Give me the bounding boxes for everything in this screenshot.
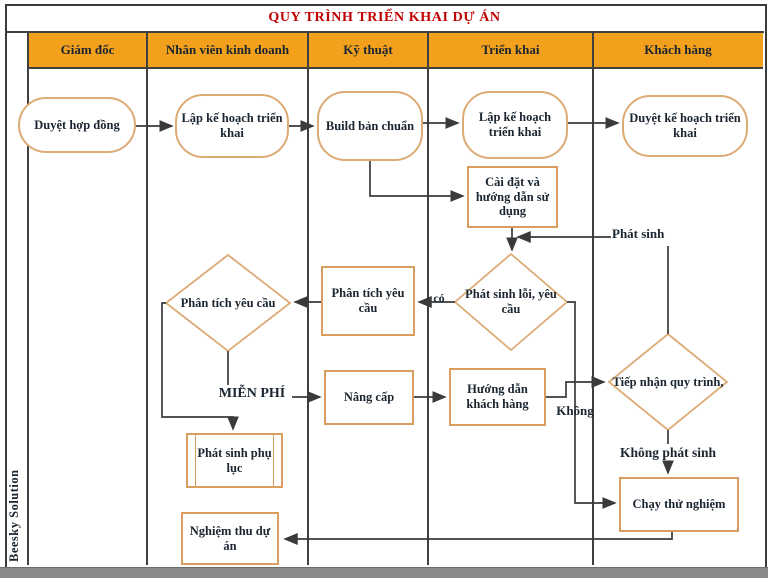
predefined-process-bar	[195, 435, 196, 486]
node-duyet-ke-hoach-trien-khai: Duyệt kế hoạch triển khai	[622, 95, 748, 157]
node-build-ban-chuan: Build bản chuẩn	[317, 91, 423, 161]
node-nang-cap: Nâng cấp	[324, 370, 414, 425]
node-phat-sinh-loi-label: Phát sinh lỗi, yêu cầu	[465, 287, 557, 316]
lane-border-2	[307, 31, 309, 565]
node-huong-dan-khach-hang: Hướng dẫn khách hàng	[449, 368, 546, 426]
lane-border-1	[146, 31, 148, 565]
lane-border-4	[592, 31, 594, 565]
node-duyet-hop-dong: Duyệt hợp đồng	[18, 97, 136, 153]
node-phan-tich-yeu-cau-kt: Phân tích yêu cầu	[321, 266, 415, 336]
diagram-title: QUY TRÌNH TRIỂN KHAI DỰ ÁN	[268, 10, 501, 25]
lane-header-khach-hang: Khách hàng	[593, 33, 763, 67]
lane-header-ky-thuat: Kỹ thuật	[308, 33, 428, 67]
edge-label-khong-phat-sinh: Không phát sinh	[619, 445, 717, 460]
node-tiep-nhan-quy-trinh-label: Tiếp nhận quy trình,	[612, 374, 724, 389]
lane-header-divider	[27, 67, 763, 69]
lane-header-giam-doc: Giám đốc	[28, 33, 147, 67]
node-cai-dat-huong-dan: Cài đặt và hướng dẫn sử dụng	[467, 166, 558, 228]
title-divider	[5, 31, 764, 33]
edge-label-phat-sinh: Phát sinh	[612, 226, 665, 241]
bottom-scroll-bar	[0, 567, 768, 578]
branding-label: Beesky Solution	[7, 469, 21, 562]
lane-header-nhan-vien-kinh-doanh: Nhân viên kinh doanh	[147, 33, 308, 67]
node-phat-sinh-phu-luc: Phát sinh phụ lục	[186, 433, 283, 488]
predefined-process-bar	[273, 435, 274, 486]
edge-label-khong: Không	[556, 403, 594, 418]
lane-border-branding	[27, 31, 29, 565]
node-phat-sinh-phu-luc-label: Phát sinh phụ lục	[197, 445, 272, 475]
lane-header-trien-khai: Triển khai	[428, 33, 593, 67]
node-chay-thu-nghiem: Chạy thử nghiệm	[619, 477, 739, 532]
node-lap-ke-hoach-trien-khai-nvkd: Lập kế hoạch triển khai	[175, 94, 289, 158]
node-nghiem-thu-du-an: Nghiệm thu dự án	[181, 512, 279, 565]
node-phan-tich-yeu-cau-nvkd-label: Phân tích yêu cầu	[180, 295, 276, 310]
edge-label-mien-phi: MIỄN PHÍ	[218, 386, 286, 401]
edge-label-co: có	[433, 291, 445, 305]
node-lap-ke-hoach-trien-khai-tk: Lập kế hoạch triển khai	[462, 91, 568, 159]
